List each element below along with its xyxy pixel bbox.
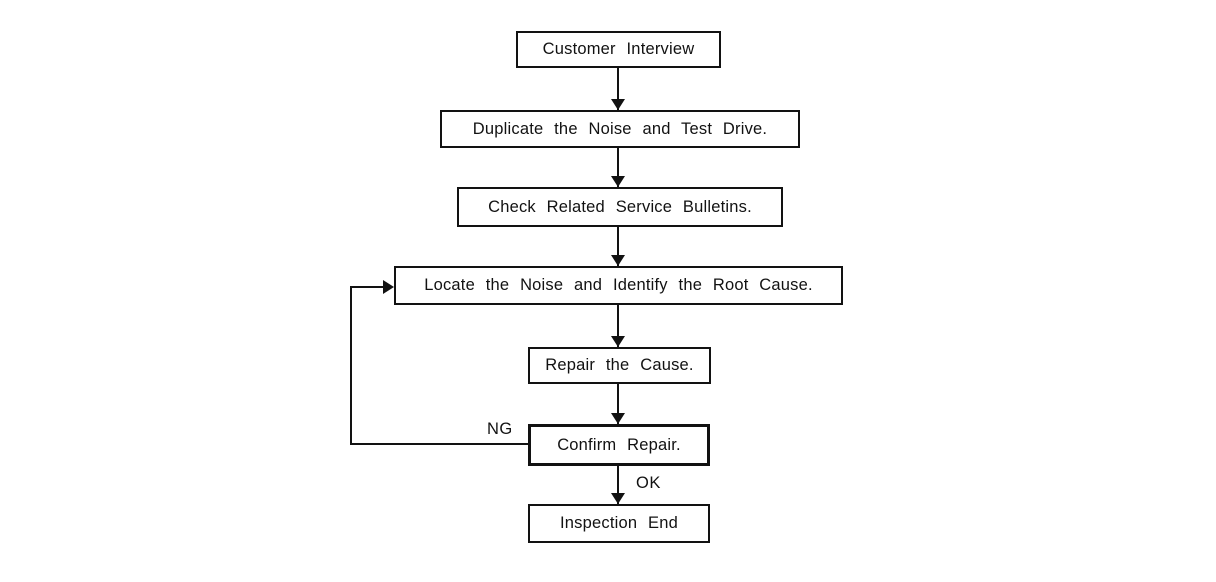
arrow-down-icon xyxy=(611,68,625,110)
arrow-down-icon xyxy=(611,305,625,347)
arrow-down-icon xyxy=(611,384,625,424)
flow-node-label: Check Related Service Bulletins. xyxy=(488,197,752,216)
arrow-right-icon xyxy=(383,280,394,294)
flow-node-label: Repair the Cause. xyxy=(545,356,694,374)
flow-node-label: Locate the Noise and Identify the Root C… xyxy=(424,276,813,294)
flow-node-label: Confirm Repair. xyxy=(557,435,681,454)
flow-node-customer-interview: Customer Interview xyxy=(516,31,721,68)
ng-loop-top-line xyxy=(350,286,384,288)
flow-node-duplicate-noise-test-drive: Duplicate the Noise and Test Drive. xyxy=(440,110,800,148)
flow-node-label: Duplicate the Noise and Test Drive. xyxy=(472,119,768,138)
ng-loop-vertical-line xyxy=(350,286,352,445)
edge-label-ok: OK xyxy=(636,474,661,492)
flow-node-repair-the-cause: Repair the Cause. xyxy=(528,347,711,384)
ng-loop-bottom-line xyxy=(350,443,528,445)
flow-node-label: Customer Interview xyxy=(542,40,695,58)
arrow-down-icon xyxy=(611,227,625,266)
flow-node-check-service-bulletins: Check Related Service Bulletins. xyxy=(457,187,783,227)
arrow-down-icon xyxy=(611,148,625,187)
flow-node-confirm-repair: Confirm Repair. xyxy=(528,424,710,466)
arrow-down-icon xyxy=(611,466,625,504)
flow-node-locate-noise-root-cause: Locate the Noise and Identify the Root C… xyxy=(394,266,843,305)
edge-label-ng: NG xyxy=(487,420,513,438)
flow-node-inspection-end: Inspection End xyxy=(528,504,710,543)
flow-node-label: Inspection End xyxy=(560,514,678,532)
